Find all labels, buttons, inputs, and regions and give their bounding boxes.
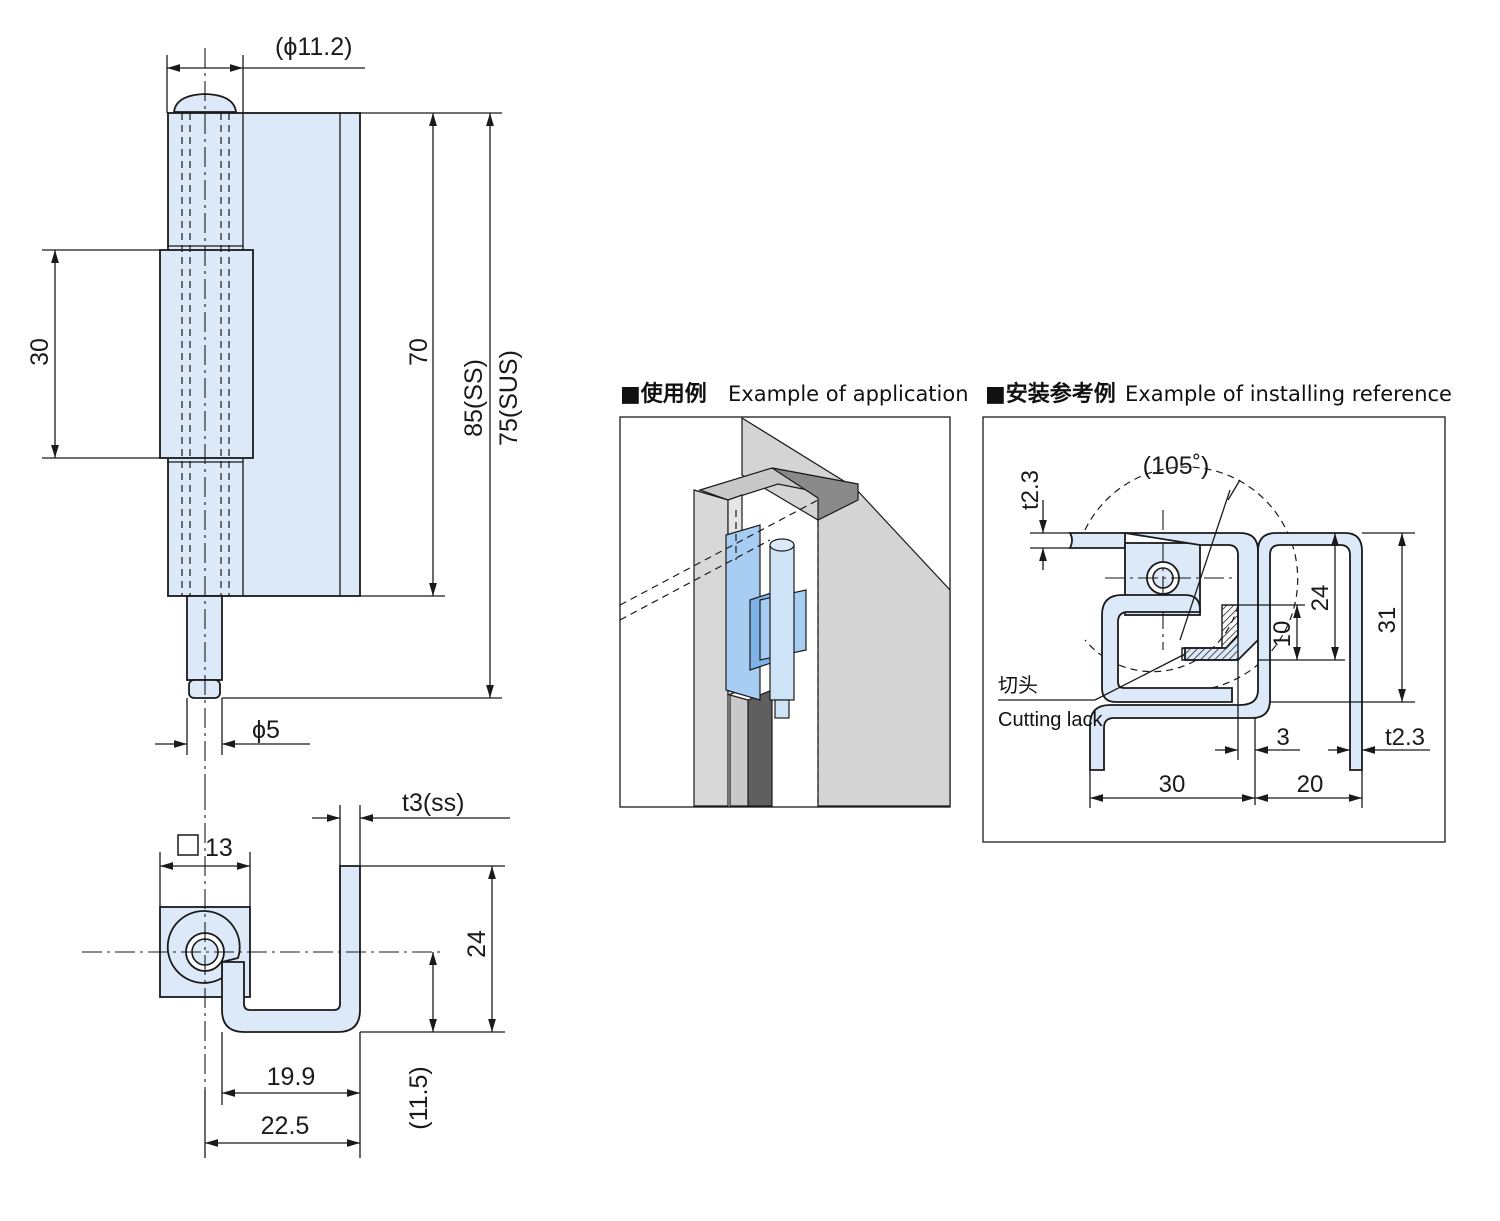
application-title-jp: ■使用例 [620, 382, 707, 407]
left-plate [1068, 532, 1126, 549]
middle-knuckle [159, 249, 254, 459]
thickness-label: t3(ss) [402, 789, 465, 817]
installing-title-en: Example of installing reference [1125, 382, 1452, 406]
angle-label: (105˚) [1143, 452, 1210, 480]
installing-panel: ■安装参考例 Example of installing reference (… [982, 381, 1452, 843]
square-symbol [177, 834, 199, 856]
dim-3-label: 3 [1276, 724, 1289, 751]
frame-z-plate [1089, 532, 1363, 771]
total-height-ss-label: 85(SS) [460, 359, 488, 437]
dim-20-label: 20 [1297, 771, 1324, 798]
pin-dia-bottom-label: ϕ5 [252, 716, 280, 744]
body-height-label: 70 [405, 338, 433, 366]
cut-label-en: Cutting lack [998, 709, 1103, 731]
installing-frame [982, 416, 1446, 843]
square-size-label: 13 [205, 834, 233, 862]
installing-title-jp: ■安装参考例 [985, 381, 1116, 407]
width-outer-label: 22.5 [261, 1112, 310, 1140]
front-view: (ϕ11.2) 30 70 85(SS) 75(SUS) ϕ5 [26, 33, 523, 790]
section-view: 13 t3(ss) 24 (11.5) 19.9 22.5 [82, 789, 510, 1158]
dim-10-label: 10 [1269, 621, 1296, 648]
application-panel: ■使用例 Example of application [619, 382, 969, 808]
dim-31-label: 31 [1374, 607, 1401, 634]
thickness-left-label: t2.3 [1017, 470, 1044, 510]
offset-label: (11.5) [405, 1066, 433, 1129]
pin-dia-top-label: (ϕ11.2) [275, 33, 352, 61]
leaf-height-label: 30 [26, 338, 54, 366]
thickness-right-label: t2.3 [1385, 724, 1425, 751]
dim-30-label: 30 [1159, 771, 1186, 798]
width-inner-label: 19.9 [267, 1063, 316, 1091]
application-title-en: Example of application [728, 382, 969, 406]
dim-24-label: 24 [1307, 585, 1334, 612]
section-height-label: 24 [463, 930, 491, 958]
total-height-sus-label: 75(SUS) [495, 350, 523, 446]
cut-label-jp: 切头 [998, 674, 1038, 697]
